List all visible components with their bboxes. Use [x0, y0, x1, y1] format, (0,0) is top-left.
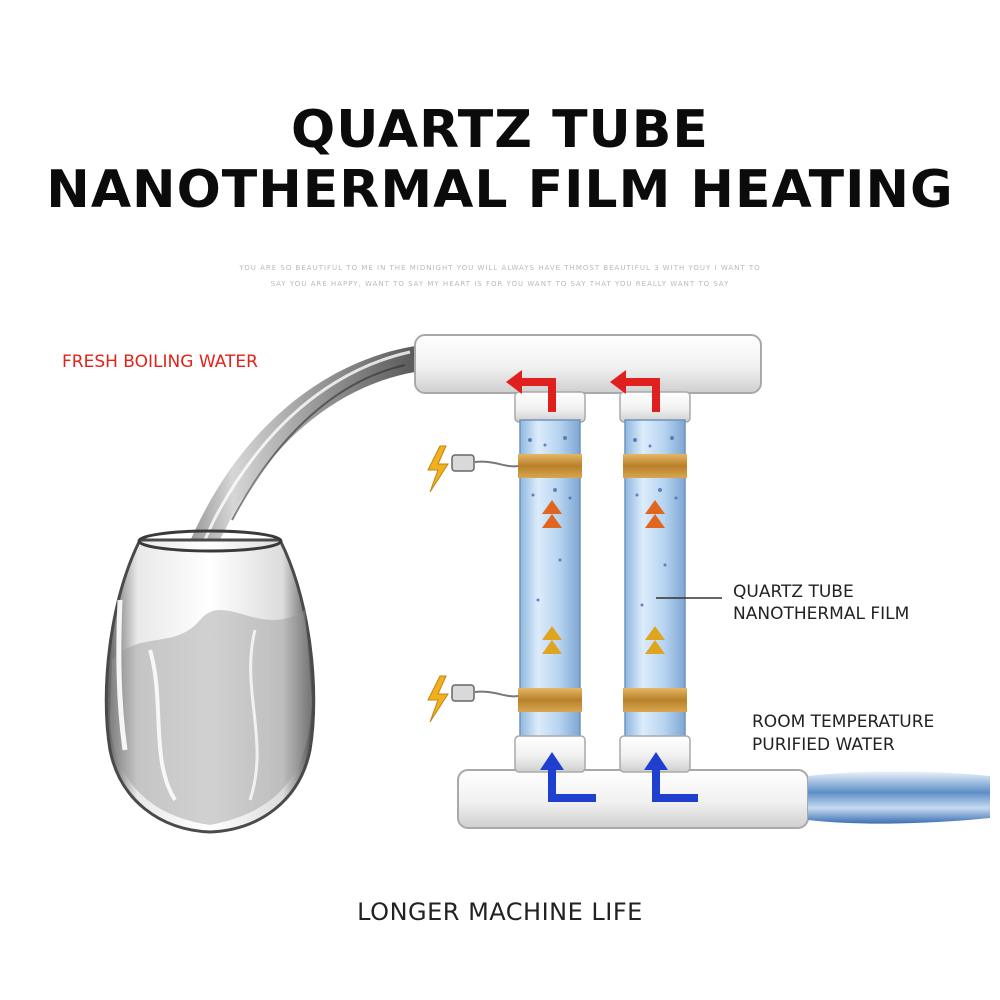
top-pipe [414, 334, 762, 394]
lightning-bolt-icon [427, 445, 449, 493]
quartz-tube-label-line-2: NANOTHERMAL FILM [733, 604, 910, 624]
hot-flow-arrow-head [610, 370, 626, 394]
heating-film-band [518, 688, 582, 712]
title-line-1: QUARTZ TUBE [291, 100, 709, 160]
water-glass-illustration [104, 529, 316, 834]
connector-top [451, 454, 519, 472]
heating-film-band [623, 688, 687, 712]
bottom-pipe [457, 769, 809, 829]
lightning-bolt-icon [427, 675, 449, 723]
quartz-tube-label-line-1: QUARTZ TUBE [733, 582, 854, 602]
hot-flow-arrow-icon [624, 378, 660, 412]
title-line-2: NANOTHERMAL FILM HEATING [46, 160, 954, 220]
purified-water-stream [808, 771, 990, 824]
room-temperature-label-line-2: PURIFIED WATER [752, 735, 895, 755]
heat-up-arrow-icon [542, 626, 562, 654]
quartz-tube-right [619, 391, 691, 773]
room-temperature-label-line-1: ROOM TEMPERATURE [752, 712, 935, 732]
fine-print-line-2: SAY YOU ARE HAPPY, WANT TO SAY MY HEART … [270, 280, 730, 288]
cold-flow-arrow-icon [548, 768, 596, 802]
cold-flow-arrow-head [540, 752, 564, 770]
heat-up-arrow-icon [542, 500, 562, 528]
fine-print-line-1: YOU ARE SO BEAUTIFUL TO ME IN THE MIDNIG… [239, 264, 761, 272]
heating-film-band [623, 454, 687, 478]
hot-flow-arrow-icon [520, 378, 556, 412]
hot-flow-arrow-head [506, 370, 522, 394]
connector-bottom [451, 684, 519, 702]
cold-flow-arrow-icon [652, 768, 698, 802]
heat-up-arrow-icon [645, 626, 665, 654]
heating-film-band [518, 454, 582, 478]
quartz-tube-left [514, 391, 586, 773]
fresh-boiling-water-label: FRESH BOILING WATER [62, 352, 258, 372]
heat-up-arrow-icon [645, 500, 665, 528]
cold-flow-arrow-head [644, 752, 668, 770]
footer-caption: LONGER MACHINE LIFE [357, 898, 643, 926]
